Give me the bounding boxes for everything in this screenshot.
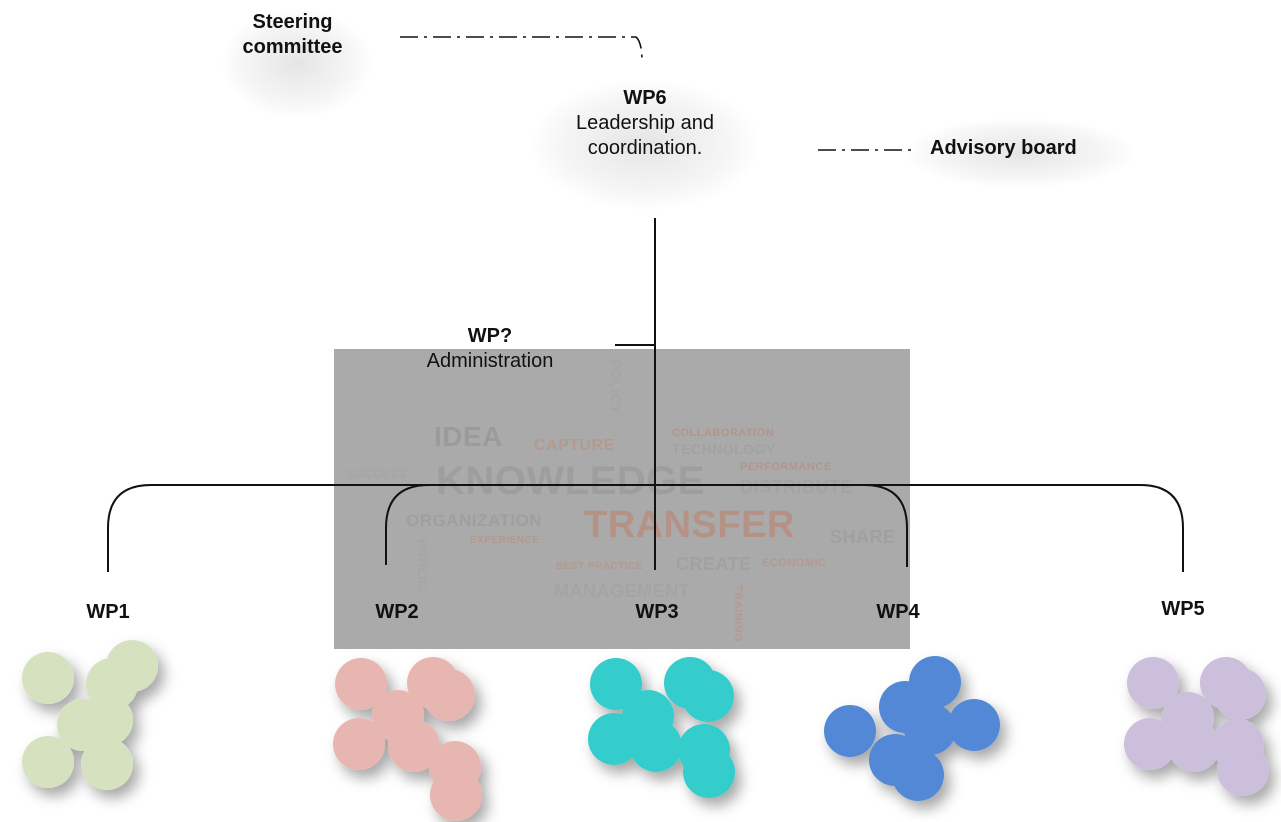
wp3-label: WP3 [635,601,679,623]
wordcloud-word: MANAGEMENT [554,581,690,601]
wordcloud-word: PERFORMANCE [740,461,832,473]
label-shadow [905,118,1135,188]
cluster-circle [630,720,682,772]
wordcloud-word: IDEA [434,421,503,452]
cluster-circle [57,699,109,751]
cluster-circle [590,658,642,710]
cluster-circle [81,738,133,790]
wordcloud-word: BEST PRACTICE [556,561,644,572]
cluster-circle [430,769,482,821]
wordcloud-word: EXPERIENCE [470,535,540,546]
cluster-circle [1124,718,1176,770]
wp1-label: WP1 [86,601,130,623]
cluster-circle [683,746,735,798]
cluster-circle [824,705,876,757]
label-shadow [530,80,760,210]
steering-line-1: Steering [252,11,333,33]
cluster-circle [904,703,956,755]
cluster-circle [388,720,440,772]
wp6-line-2: coordination. [587,137,703,159]
wordcloud-word: DISTRIBUTE [740,477,853,497]
admin-title: WP? [467,325,513,347]
wp2-label: WP2 [375,601,419,623]
wordcloud-word: COLLABORATION [672,427,775,439]
wordcloud-word: SUCCESS [346,467,408,481]
cluster-circle [1214,668,1266,720]
wp3-circle-cluster [588,657,735,798]
wp6-line-1: Leadership and [576,112,714,134]
inner-bracket [385,484,908,567]
steering-dashdot-connector [400,36,643,63]
wordcloud-word: ECONOMIC [762,557,827,569]
wp6-title: WP6 [623,87,667,109]
admin-line: Administration [426,350,554,372]
wp6-block: WP6 Leadership and coordination. [540,86,750,161]
wp4-circle-cluster [824,656,1000,801]
cluster-circle [1127,657,1179,709]
wp5-label: WP5 [1161,598,1205,620]
admin-block: WP? Administration [395,324,585,374]
cluster-circle [588,713,640,765]
advisory-board-label: Advisory board [930,137,1077,159]
cluster-circle [948,699,1000,751]
wp2-circle-cluster [333,657,482,821]
wordcloud-word: CREATE [676,554,752,574]
cluster-circle [892,749,944,801]
cluster-circle [22,736,74,788]
wordcloud-word: TRANSFER [584,504,795,546]
cluster-circle [1168,720,1220,772]
wp5-circle-cluster [1124,657,1269,796]
wordcloud-word: ORGANIZATION [406,511,543,530]
knowledge-transfer-wordcloud-image: IDEA CAPTURE COLLABORATION TECHNOLOGY PERFOR… [334,349,910,649]
cluster-circle [423,669,475,721]
wordcloud-word: SHARE [830,527,896,547]
steering-line-2: committee [242,36,343,58]
wp1-circle-cluster [22,640,158,790]
cluster-circle [22,652,74,704]
cluster-circle [333,718,385,770]
cluster-circle [1217,744,1269,796]
wordcloud-word: CAPTURE [534,437,615,454]
cluster-circle [335,658,387,710]
label-shadow [222,8,372,118]
steering-committee-label: Steering committee [200,10,385,60]
wordcloud-word: TECHNOLOGY [672,441,776,457]
cluster-circle [106,640,158,692]
cluster-circle [682,670,734,722]
wordcloud-word: KNOWLEDGE [436,459,705,503]
wp4-label: WP4 [876,601,920,623]
